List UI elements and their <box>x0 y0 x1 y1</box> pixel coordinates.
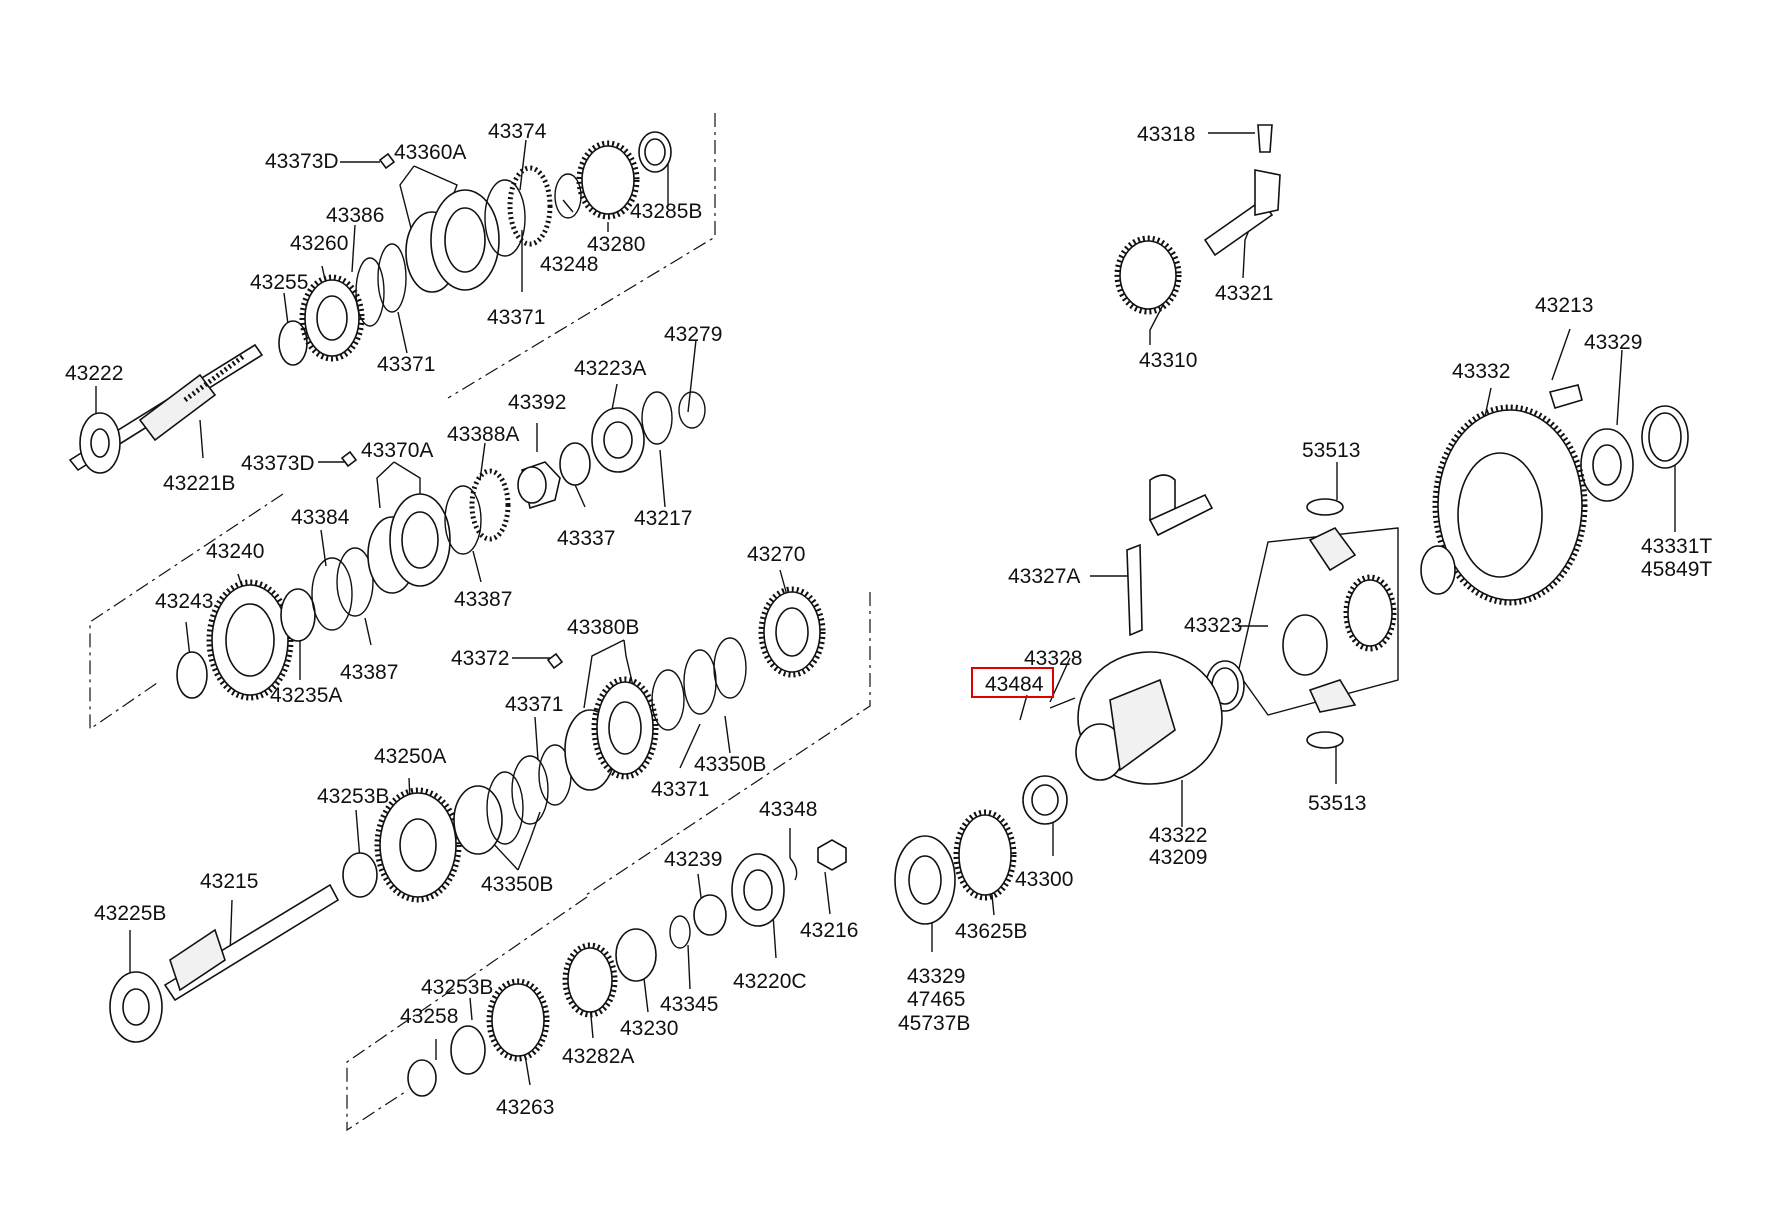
part-number-label: 43392 <box>508 391 566 414</box>
part-number-label: 45849T <box>1641 558 1712 581</box>
highlight-box <box>971 667 1054 698</box>
part-number-label: 43270 <box>747 543 805 566</box>
part-number-label: 43221B <box>163 472 235 495</box>
part-number-label: 43348 <box>759 798 817 821</box>
part-number-label: 53513 <box>1302 439 1360 462</box>
part-number-label: 43279 <box>664 323 722 346</box>
part-number-label: 43310 <box>1139 349 1197 372</box>
part-number-label: 43329 <box>1584 331 1642 354</box>
differential-assembly <box>1049 124 1689 785</box>
part-number-label: 43373D <box>265 150 339 173</box>
part-number-label: 43331T <box>1641 535 1712 558</box>
part-number-label: 43332 <box>1452 360 1510 383</box>
part-number-label: 43300 <box>1015 868 1073 891</box>
part-number-label: 43370A <box>361 439 433 462</box>
part-number-label: 43253B <box>421 976 493 999</box>
output-shaft-assembly <box>109 586 826 1043</box>
part-number-label: 43323 <box>1184 614 1242 637</box>
part-number-label: 43372 <box>451 647 509 670</box>
part-number-label: 43373D <box>241 452 315 475</box>
part-number-label: 43386 <box>326 204 384 227</box>
part-number-label: 43371 <box>487 306 545 329</box>
part-number-label: 43253B <box>317 785 389 808</box>
part-number-label: 43263 <box>496 1096 554 1119</box>
part-number-label: 43321 <box>1215 282 1273 305</box>
part-number-label: 43220C <box>733 970 807 993</box>
part-number-label: 43215 <box>200 870 258 893</box>
part-number-label: 43371 <box>505 693 563 716</box>
part-number-label: 43240 <box>206 540 264 563</box>
part-number-label: 43625B <box>955 920 1027 943</box>
part-number-label: 43209 <box>1149 846 1207 869</box>
part-number-label: 43387 <box>454 588 512 611</box>
middle-shaft-assembly <box>176 391 706 701</box>
input-shaft-assembly <box>68 131 672 474</box>
part-number-label: 43374 <box>488 120 547 143</box>
part-number-label: 43384 <box>291 506 350 529</box>
part-number-label highlighted-part-label: 43484 <box>985 673 1044 696</box>
part-number-label: 43360A <box>394 141 466 164</box>
part-number-label: 43387 <box>340 661 398 684</box>
part-number-label: 43213 <box>1535 294 1593 317</box>
part-number-label: 43328 <box>1024 647 1082 670</box>
part-number-label: 43258 <box>400 1005 458 1028</box>
part-number-label: 43329 <box>907 965 965 988</box>
part-number-label: 43230 <box>620 1017 678 1040</box>
part-number-label: 43350B <box>694 753 766 776</box>
part-number-label: 53513 <box>1308 792 1366 815</box>
part-number-label: 43337 <box>557 527 615 550</box>
part-number-label: 43371 <box>377 353 435 376</box>
part-number-label: 43243 <box>155 590 213 613</box>
part-number-label: 43248 <box>540 253 598 276</box>
leader-lines <box>95 132 1676 1086</box>
part-number-label: 43222 <box>65 362 123 385</box>
part-number-label: 43223A <box>574 357 646 380</box>
part-number-label: 43380B <box>567 616 639 639</box>
part-number-label: 43217 <box>634 507 692 530</box>
part-number-label: 43388A <box>447 423 519 446</box>
part-number-label: 43260 <box>290 232 348 255</box>
part-number-label: 43318 <box>1137 123 1195 146</box>
part-number-label: 43239 <box>664 848 722 871</box>
part-number-label: 43216 <box>800 919 858 942</box>
part-number-label: 43350B <box>481 873 553 896</box>
frame-lines <box>89 113 1399 1132</box>
part-number-label: 43285B <box>630 200 702 223</box>
part-number-label: 43282A <box>562 1045 634 1068</box>
counter-shaft-assembly <box>407 775 1068 1097</box>
part-number-label: 43280 <box>587 233 645 256</box>
part-number-label: 45737B <box>898 1012 970 1035</box>
part-number-label: 47465 <box>907 988 965 1011</box>
part-number-label: 43235A <box>270 684 342 707</box>
part-number-label: 43225B <box>94 902 166 925</box>
part-number-label: 43327A <box>1008 565 1080 588</box>
part-labels: 43373D 43360A 43374 43386 43260 43285B 4… <box>65 120 1712 1119</box>
part-number-label: 43250A <box>374 745 446 768</box>
part-number-label: 43371 <box>651 778 709 801</box>
part-number-label: 43345 <box>660 993 718 1016</box>
part-number-label: 43255 <box>250 271 308 294</box>
part-number-label: 43322 <box>1149 824 1207 847</box>
